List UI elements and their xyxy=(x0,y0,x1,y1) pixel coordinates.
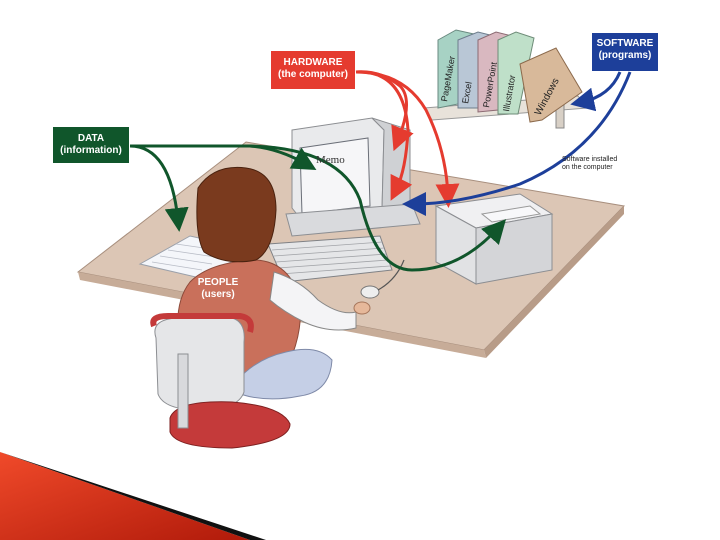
software-label: SOFTWARE (programs) xyxy=(592,33,658,71)
people-subtitle: (users) xyxy=(193,289,243,301)
people-title: PEOPLE xyxy=(193,277,243,289)
slide-corner-decoration xyxy=(0,452,266,540)
people-label: PEOPLE (users) xyxy=(193,273,243,309)
arrow-software-shelf xyxy=(582,72,620,102)
data-title: DATA xyxy=(53,133,129,145)
screen-memo-text: Memo xyxy=(316,154,345,166)
bookshelf: PageMaker Excel PowerPoint Illustrator W… xyxy=(424,30,588,128)
printer xyxy=(436,194,552,284)
software-installed-caption: Software installed on the computer xyxy=(562,156,626,173)
data-subtitle: (information) xyxy=(53,145,129,157)
hardware-label: HARDWARE (the computer) xyxy=(271,51,355,89)
hardware-title: HARDWARE xyxy=(271,57,355,69)
software-subtitle: (programs) xyxy=(592,50,658,62)
data-label: DATA (information) xyxy=(53,127,129,163)
hardware-subtitle: (the computer) xyxy=(271,69,355,81)
software-title: SOFTWARE xyxy=(592,38,658,50)
